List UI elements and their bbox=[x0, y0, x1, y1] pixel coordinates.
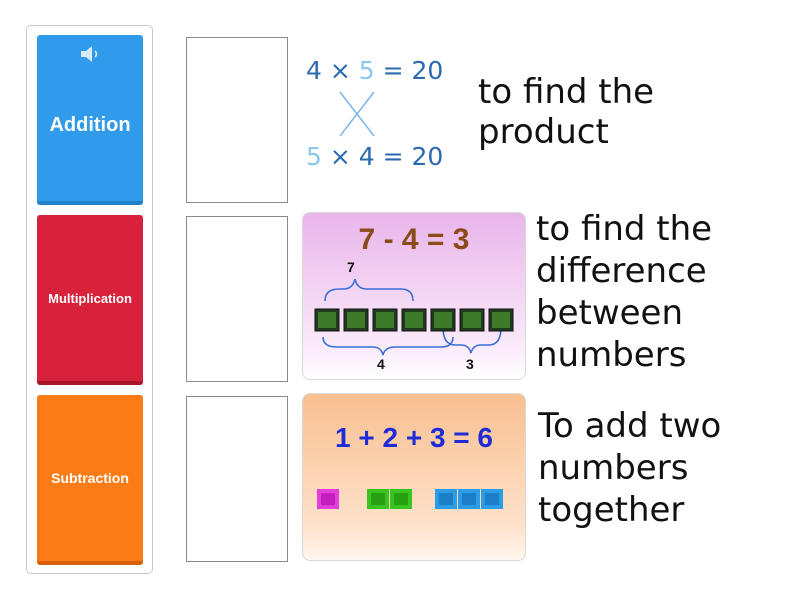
eq2-b: 4 bbox=[358, 142, 375, 171]
eq2-a: 5 bbox=[306, 142, 322, 171]
difference-diagram bbox=[314, 278, 514, 356]
eq1-a: 4 bbox=[306, 56, 322, 85]
clue-card-addition: 1 + 2 + 3 = 6 bbox=[302, 393, 526, 561]
eq2-eq: = bbox=[382, 142, 404, 171]
eq1-b: 5 bbox=[358, 56, 375, 85]
total-label: 7 bbox=[347, 259, 355, 275]
equation-row-1: 4 × 5 = 20 bbox=[306, 56, 443, 85]
eq1-eq: = bbox=[382, 56, 404, 85]
eq2-result: 20 bbox=[411, 142, 444, 171]
drop-slot-3[interactable] bbox=[186, 396, 288, 562]
clue-line: numbers bbox=[538, 448, 689, 488]
speaker-icon[interactable] bbox=[37, 45, 143, 68]
eq1-result: 20 bbox=[411, 56, 444, 85]
commutative-diagram bbox=[339, 91, 375, 137]
tile-label: Subtraction bbox=[51, 470, 129, 486]
addition-blocks bbox=[317, 489, 503, 509]
equation-row-2: 5 × 4 = 20 bbox=[306, 142, 443, 171]
clue-line: to find the bbox=[536, 209, 713, 249]
difference-equation: 7 - 4 = 3 bbox=[358, 223, 470, 256]
drop-slot-1[interactable] bbox=[186, 37, 288, 203]
block-row bbox=[314, 308, 514, 332]
tile-addition[interactable]: Addition bbox=[37, 35, 143, 205]
clue-text-product: to find the product bbox=[478, 72, 654, 152]
part-a-label: 4 bbox=[377, 356, 385, 372]
clue-line: difference bbox=[536, 251, 707, 291]
clue-text-addition: To add two numbers together bbox=[538, 405, 721, 531]
tile-subtraction[interactable]: Subtraction bbox=[37, 395, 143, 565]
drop-slot-2[interactable] bbox=[186, 216, 288, 382]
tile-label: Multiplication bbox=[48, 290, 132, 306]
clue-line: numbers bbox=[536, 335, 687, 375]
clue-text-difference: to find the difference between numbers bbox=[536, 208, 712, 376]
clue-illustration-product: 4 × 5 = 20 5 × 4 = 20 bbox=[306, 50, 476, 180]
eq2-op: × bbox=[329, 142, 351, 171]
addition-equation: 1 + 2 + 3 = 6 bbox=[334, 422, 494, 453]
clue-line: To add two bbox=[538, 406, 722, 446]
tile-label: Addition bbox=[49, 113, 131, 136]
clue-line: between bbox=[536, 293, 684, 333]
clue-line: product bbox=[478, 112, 609, 152]
clue-card-difference: 7 - 4 = 3 7 4 3 bbox=[302, 212, 526, 380]
clue-line: together bbox=[538, 490, 685, 530]
eq1-op: × bbox=[329, 56, 351, 85]
clue-line: to find the bbox=[478, 72, 655, 112]
tile-multiplication[interactable]: Multiplication bbox=[37, 215, 143, 385]
part-b-label: 3 bbox=[466, 356, 474, 372]
